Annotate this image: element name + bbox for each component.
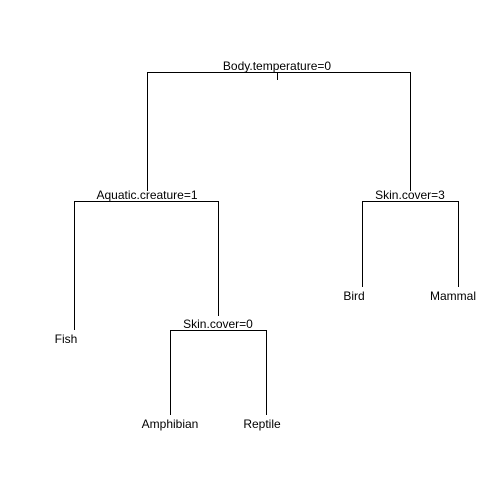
aquatic-split-label: Aquatic.creature=1: [96, 188, 197, 202]
skin-cover-0-split-label: Skin.cover=0: [183, 317, 253, 331]
leaf-reptile-label: Reptile: [243, 417, 281, 431]
leaf-bird-label: Bird: [343, 289, 364, 303]
skin-cover-3-split-connector: [362, 201, 459, 287]
leaf-mammal-label: Mammal: [430, 289, 476, 303]
root-split-connector: [147, 72, 411, 191]
root-split-label: Body.temperature=0: [223, 59, 332, 73]
aquatic-split-connector: [74, 201, 219, 330]
leaf-fish-label: Fish: [55, 332, 78, 346]
leaf-amphibian-label: Amphibian: [142, 417, 199, 431]
skin-cover-3-split-label: Skin.cover=3: [375, 188, 445, 202]
skin-cover-0-split-connector: [170, 330, 267, 415]
